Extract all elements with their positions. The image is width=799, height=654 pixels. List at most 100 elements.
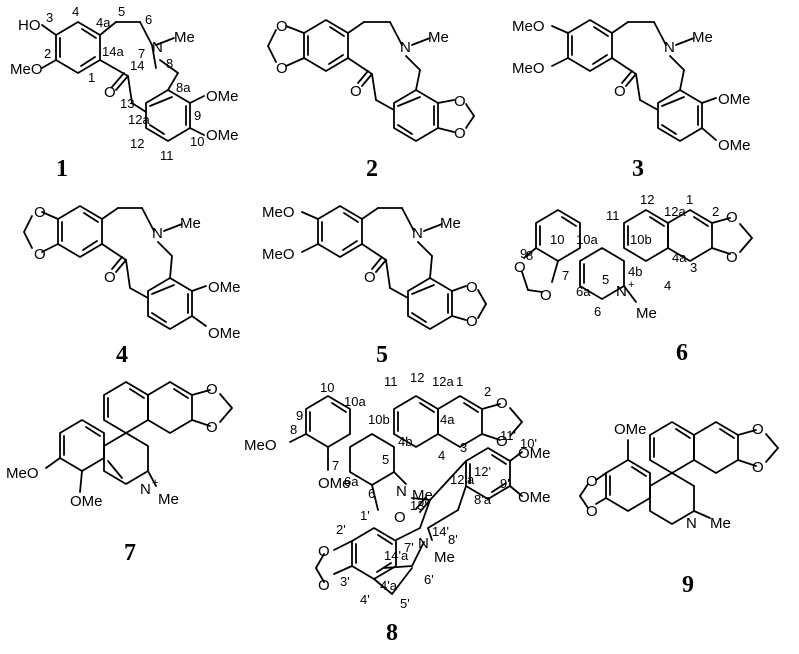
compound-1-id: 1 bbox=[56, 156, 68, 182]
c5-o3-label: O bbox=[466, 279, 478, 296]
c6-locant-10a: 10a bbox=[576, 232, 598, 247]
c6-locant-10b: 10b bbox=[630, 232, 652, 247]
c6-locant-12: 12 bbox=[640, 192, 654, 207]
c6-o2-label: O bbox=[726, 249, 738, 266]
compound-7-id: 7 bbox=[124, 540, 136, 566]
compound-6-id: 6 bbox=[676, 340, 688, 366]
c1-locant-8: 8 bbox=[166, 56, 173, 71]
c1-ome10-label: OMe bbox=[206, 127, 239, 144]
c8-me7-label: Me bbox=[434, 549, 455, 566]
c7-o1-label: O bbox=[206, 381, 218, 398]
c7-ome-label: OMe bbox=[70, 493, 103, 510]
c8-locant-10: 10 bbox=[320, 380, 334, 395]
compound-1-structure bbox=[41, 21, 205, 142]
c8-locant-3: 3 bbox=[460, 440, 467, 455]
c3-ome2-label: OMe bbox=[718, 137, 751, 154]
c8-meo-label: MeO bbox=[244, 437, 277, 454]
c8-locant-14p: 14' bbox=[432, 524, 449, 539]
c4-o2-label: O bbox=[34, 246, 46, 263]
c6-locant-10: 10 bbox=[550, 232, 564, 247]
c9-o4-label: O bbox=[586, 503, 598, 520]
c5-n-label: N bbox=[412, 225, 423, 242]
c3-meo2-label: MeO bbox=[512, 60, 545, 77]
c8-locant-6: 6 bbox=[368, 486, 375, 501]
c8-locant-6a: 6a bbox=[344, 474, 359, 489]
c8-locant-5: 5 bbox=[382, 452, 389, 467]
c9-o3-label: O bbox=[586, 473, 598, 490]
compound-2-structure bbox=[267, 19, 475, 142]
c2-me-label: Me bbox=[428, 29, 449, 46]
c6-locant-4b: 4b bbox=[628, 264, 642, 279]
c5-o4-label: O bbox=[466, 313, 478, 330]
c1-locant-1: 1 bbox=[88, 70, 95, 85]
c8-locant-4p: 4' bbox=[360, 592, 370, 607]
c8-locant-11p: 11' bbox=[500, 428, 516, 443]
c1-locant-4a: 4a bbox=[96, 15, 111, 30]
c3-ome1-label: OMe bbox=[718, 91, 751, 108]
c5-meo2-label: MeO bbox=[262, 246, 295, 263]
c3-n-label: N bbox=[664, 39, 675, 56]
c1-locant-10: 10 bbox=[190, 134, 204, 149]
compound-5-structure bbox=[301, 205, 487, 330]
compound-8-id: 8 bbox=[386, 620, 398, 646]
c1-locant-2: 2 bbox=[44, 46, 51, 61]
c1-locant-12a: 12a bbox=[128, 112, 150, 127]
c4-o1-label: O bbox=[34, 204, 46, 221]
c8-locant-3p: 3' bbox=[340, 574, 350, 589]
c8-o-label: O bbox=[394, 509, 406, 526]
c6-locant-6: 6 bbox=[594, 304, 601, 319]
c8-locant-4: 4 bbox=[438, 448, 445, 463]
compound-3-structure bbox=[551, 19, 717, 142]
c1-ho-label: HO bbox=[18, 17, 41, 34]
c1-n-label: N bbox=[152, 39, 163, 56]
c1-ome9-label: OMe bbox=[206, 88, 239, 105]
c6-locant-1: 1 bbox=[686, 192, 693, 207]
c8-locant-4ap: 4'a bbox=[380, 578, 398, 593]
c8-locant-1: 1 bbox=[456, 374, 463, 389]
c9-ome-label: OMe bbox=[614, 421, 647, 438]
compound-4-id: 4 bbox=[116, 342, 128, 368]
c9-o1-label: O bbox=[752, 421, 764, 438]
c8-locant-10b: 10b bbox=[368, 412, 390, 427]
c8-n5-label: N bbox=[396, 483, 407, 500]
c3-me-label: Me bbox=[692, 29, 713, 46]
c5-o-label: O bbox=[364, 269, 376, 286]
c8-locant-7: 7 bbox=[332, 458, 339, 473]
c9-o2-label: O bbox=[752, 459, 764, 476]
c8-locant-12a: 12a bbox=[432, 374, 454, 389]
c8-locant-13p: 13' bbox=[410, 498, 427, 513]
c8-o1-label: O bbox=[496, 395, 508, 412]
c8-locant-9: 9 bbox=[296, 408, 303, 423]
c1-locant-11: 11 bbox=[160, 148, 174, 163]
c4-ome1-label: OMe bbox=[208, 279, 241, 296]
c8-ome9-label: OMe bbox=[518, 489, 551, 506]
c4-ome2-label: OMe bbox=[208, 325, 241, 342]
c2-o1-label: O bbox=[276, 18, 288, 35]
c8-locant-4a: 4a bbox=[440, 412, 455, 427]
compound-5-id: 5 bbox=[376, 342, 388, 368]
c8-locant-8: 8 bbox=[290, 422, 297, 437]
c1-locant-7: 7 bbox=[138, 46, 145, 61]
c1-me-label: Me bbox=[174, 29, 195, 46]
c9-me-label: Me bbox=[710, 515, 731, 532]
compound-9-structure bbox=[579, 421, 779, 525]
c8-locant-14ap: 14'a bbox=[384, 548, 409, 563]
c6-locant-7: 7 bbox=[562, 268, 569, 283]
c1-locant-14a: 14a bbox=[102, 44, 124, 59]
c8-locant-2p: 2' bbox=[336, 522, 346, 537]
c8-locant-9p: 9' bbox=[500, 476, 510, 491]
c7-meo-label: MeO bbox=[6, 465, 39, 482]
c8-locant-8p: 8' bbox=[448, 532, 458, 547]
compound-8-structure bbox=[289, 395, 523, 595]
compound-3-id: 3 bbox=[632, 156, 644, 182]
c5-meo1-label: MeO bbox=[262, 204, 295, 221]
c7-o2-label: O bbox=[206, 419, 218, 436]
c8-locant-12p: 12' bbox=[474, 464, 491, 479]
c6-me-label: Me bbox=[636, 305, 657, 322]
compound-2-id: 2 bbox=[366, 156, 378, 182]
c4-o-label: O bbox=[104, 269, 116, 286]
c6-locant-8: 8 bbox=[526, 248, 533, 263]
c1-locant-13: 13 bbox=[120, 96, 134, 111]
c1-locant-6: 6 bbox=[145, 12, 152, 27]
c6-plus-charge: + bbox=[628, 279, 634, 291]
